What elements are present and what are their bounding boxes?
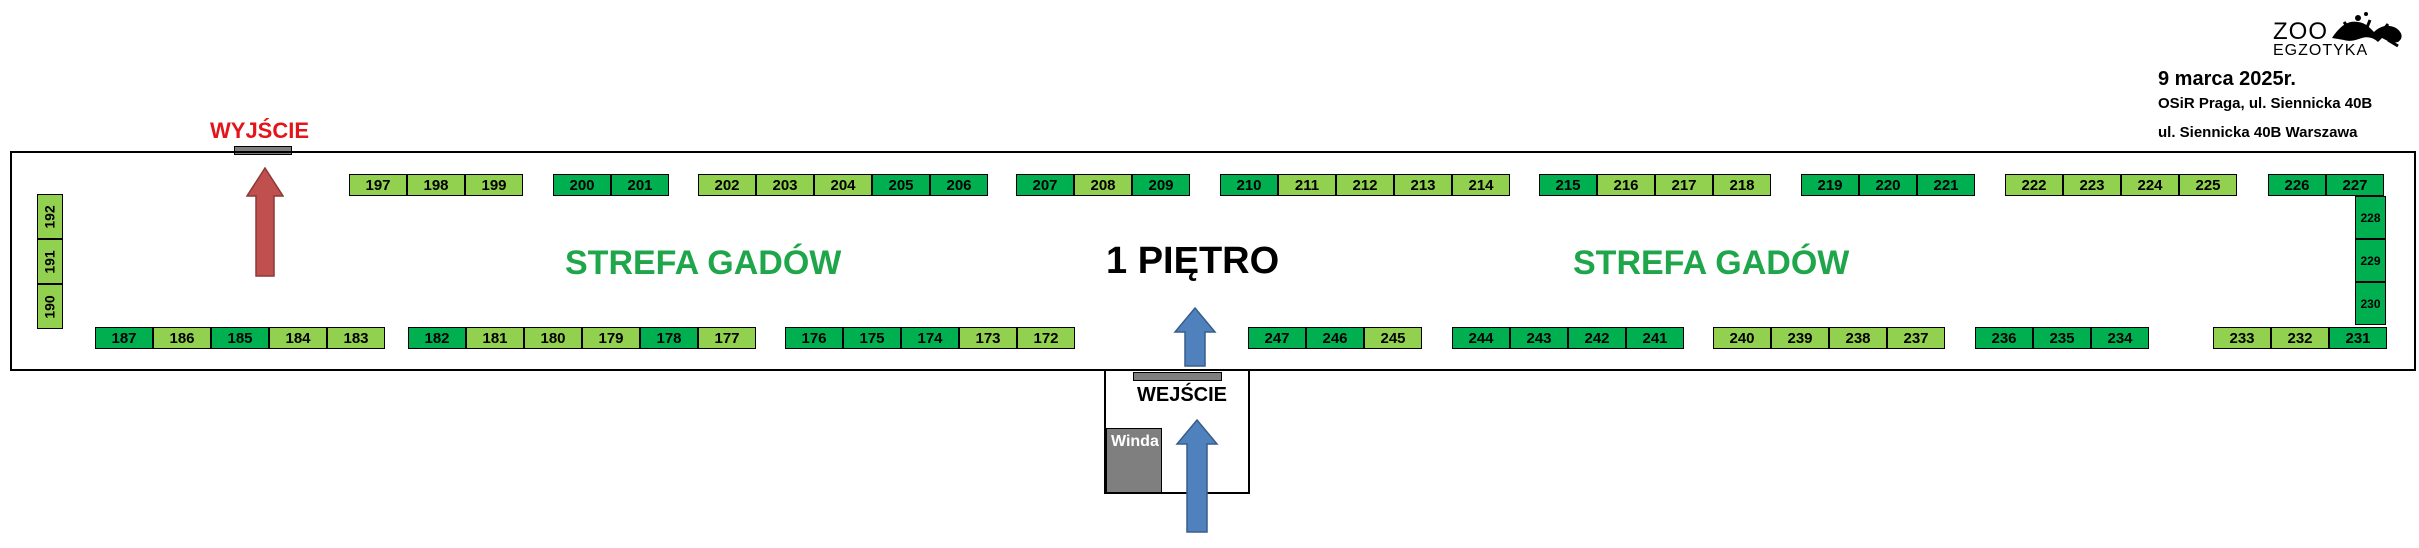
stall-230[interactable]: 230 [2355,282,2386,325]
stall-227[interactable]: 227 [2326,174,2384,196]
stall-234[interactable]: 234 [2091,327,2149,349]
stall-175[interactable]: 175 [843,327,901,349]
stall-206[interactable]: 206 [930,174,988,196]
stall-191[interactable]: 191 [37,239,63,284]
stall-183[interactable]: 183 [327,327,385,349]
stall-172[interactable]: 172 [1017,327,1075,349]
zone-label-right: STREFA GADÓW [1573,244,1850,282]
stall-236[interactable]: 236 [1975,327,2033,349]
stall-197[interactable]: 197 [349,174,407,196]
stall-217[interactable]: 217 [1655,174,1713,196]
stall-204[interactable]: 204 [814,174,872,196]
stall-241[interactable]: 241 [1626,327,1684,349]
stall-202[interactable]: 202 [698,174,756,196]
stall-222[interactable]: 222 [2005,174,2063,196]
stall-label: 190 [41,294,58,319]
logo-text-top: ZOO [2273,18,2328,45]
stall-233[interactable]: 233 [2213,327,2271,349]
exit-label: WYJŚCIE [210,118,310,143]
exit-arrow-icon [246,166,284,277]
logo [2270,8,2410,68]
stall-211[interactable]: 211 [1278,174,1336,196]
entry-arrow-lower-icon [1175,418,1219,533]
stall-225[interactable]: 225 [2179,174,2237,196]
stall-182[interactable]: 182 [408,327,466,349]
stall-216[interactable]: 216 [1597,174,1655,196]
stall-224[interactable]: 224 [2121,174,2179,196]
stall-185[interactable]: 185 [211,327,269,349]
stall-180[interactable]: 180 [524,327,582,349]
stall-214[interactable]: 214 [1452,174,1510,196]
stall-179[interactable]: 179 [582,327,640,349]
stall-label: 192 [41,204,58,229]
entry-arrow-upper-icon [1173,306,1217,367]
venue-line-2: ul. Siennicka 40B Warszawa [2158,124,2358,141]
stall-245[interactable]: 245 [1364,327,1422,349]
stall-226[interactable]: 226 [2268,174,2326,196]
stall-235[interactable]: 235 [2033,327,2091,349]
exit-door [234,146,292,155]
stall-186[interactable]: 186 [153,327,211,349]
stall-219[interactable]: 219 [1801,174,1859,196]
stall-208[interactable]: 208 [1074,174,1132,196]
stall-223[interactable]: 223 [2063,174,2121,196]
logo-text-bottom: EGZOTYKA [2273,42,2369,59]
stall-213[interactable]: 213 [1394,174,1452,196]
stall-174[interactable]: 174 [901,327,959,349]
stall-187[interactable]: 187 [95,327,153,349]
stall-240[interactable]: 240 [1713,327,1771,349]
stall-210[interactable]: 210 [1220,174,1278,196]
stall-200[interactable]: 200 [553,174,611,196]
stall-177[interactable]: 177 [698,327,756,349]
stall-190[interactable]: 190 [37,284,63,329]
stall-221[interactable]: 221 [1917,174,1975,196]
stall-181[interactable]: 181 [466,327,524,349]
stall-207[interactable]: 207 [1016,174,1074,196]
stall-203[interactable]: 203 [756,174,814,196]
stall-229[interactable]: 229 [2355,239,2386,282]
stall-237[interactable]: 237 [1887,327,1945,349]
stall-232[interactable]: 232 [2271,327,2329,349]
entrance-label: WEJŚCIE [1137,384,1228,406]
gecko-logo-icon [2332,12,2402,48]
stall-178[interactable]: 178 [640,327,698,349]
stall-247[interactable]: 247 [1248,327,1306,349]
stall-176[interactable]: 176 [785,327,843,349]
stall-184[interactable]: 184 [269,327,327,349]
stall-209[interactable]: 209 [1132,174,1190,196]
elevator: Winda [1106,428,1162,493]
stall-242[interactable]: 242 [1568,327,1626,349]
stall-198[interactable]: 198 [407,174,465,196]
stall-228[interactable]: 228 [2355,196,2386,239]
stall-192[interactable]: 192 [37,194,63,239]
stall-173[interactable]: 173 [959,327,1017,349]
stall-205[interactable]: 205 [872,174,930,196]
stall-215[interactable]: 215 [1539,174,1597,196]
stall-label: 191 [41,249,58,274]
stall-218[interactable]: 218 [1713,174,1771,196]
stall-231[interactable]: 231 [2329,327,2387,349]
stall-243[interactable]: 243 [1510,327,1568,349]
entrance-door [1133,372,1222,381]
floor-label: 1 PIĘTRO [1106,240,1280,282]
stall-244[interactable]: 244 [1452,327,1510,349]
venue-line-1: OSiR Praga, ul. Siennicka 40B [2158,95,2373,112]
stall-212[interactable]: 212 [1336,174,1394,196]
stall-220[interactable]: 220 [1859,174,1917,196]
zone-label-left: STREFA GADÓW [565,244,842,282]
stall-246[interactable]: 246 [1306,327,1364,349]
stall-201[interactable]: 201 [611,174,669,196]
hall-floor-plan [10,151,2416,371]
stall-199[interactable]: 199 [465,174,523,196]
event-date: 9 marca 2025r. [2158,68,2296,90]
stall-239[interactable]: 239 [1771,327,1829,349]
stall-238[interactable]: 238 [1829,327,1887,349]
